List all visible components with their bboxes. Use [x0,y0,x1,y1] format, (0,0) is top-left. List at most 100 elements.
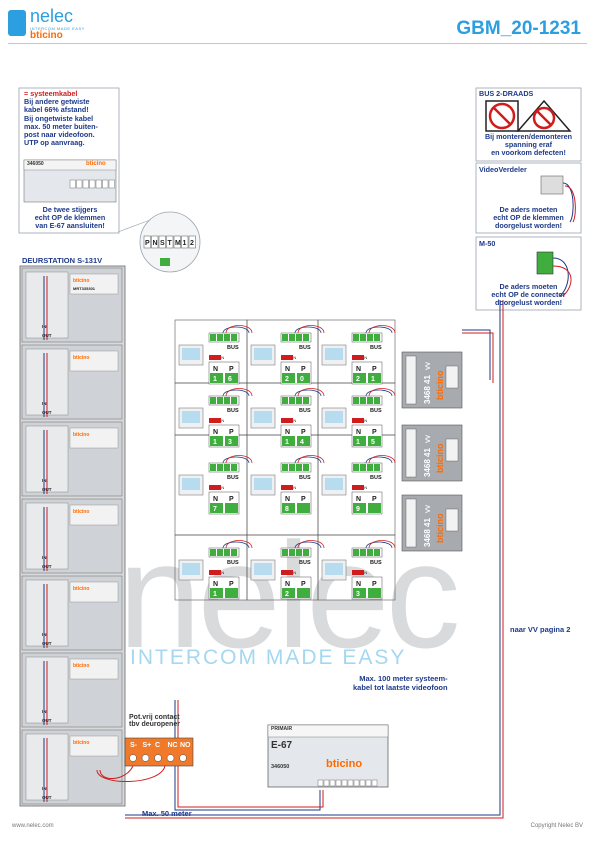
e67-terminal [317,779,324,787]
door-module-brand: bticino [73,509,89,515]
distributor-brand: bticino [435,443,445,473]
bus-label: BUS [299,560,311,566]
terminal-screw [69,179,76,189]
bus-terminal [374,549,380,556]
unit-cable [294,326,322,334]
unit-cable [365,389,393,397]
m50-line: echt OP de connector [491,290,566,300]
unit-cable [365,456,393,464]
bus-terminal [224,549,230,556]
unit-p-code: 1 [371,376,375,383]
zoom-terminal-label: 2 [190,240,194,247]
doorstation-title: DEURSTATION S-131V [22,256,103,265]
bus-terminal [296,549,302,556]
stijgers-line: van E-67 aansluiten! [35,221,105,231]
n-label: N [213,581,218,588]
p-code-cell [368,588,381,598]
systeemkabel-line: Bij andere getwiste [24,97,90,107]
videophone-screen [254,348,272,360]
unit-p-code: 5 [371,439,375,446]
unit-n-code: 3 [356,591,360,598]
terminal-screw [89,179,96,189]
p-label: P [229,496,234,503]
bus-terminal [289,464,295,471]
relay-terminal-label: S- [130,742,138,749]
unit-cable [368,455,396,464]
max100-line: Max. 100 meter systeem- [359,674,448,683]
p-label: P [372,429,377,436]
systeemkabel-note: = systeemkabel Bij andere getwiste kabel… [24,89,98,147]
n-code-cell [282,436,295,446]
bus-label: BUS [370,408,382,414]
bus-terminal [296,464,302,471]
door-module-board [69,350,119,372]
unit-cable [368,540,396,549]
n-label: N [356,366,361,373]
relay-screw [166,754,175,762]
terminal-screw [76,179,83,189]
bus-label: BUS [299,475,311,481]
zoom-terminal [143,235,151,249]
vv-line: echt OP de klemmen [493,213,564,223]
p-label: P [372,366,377,373]
n-code-cell [282,373,295,383]
unit-n-code: 2 [356,376,360,383]
bus-terminal [374,397,380,404]
relay-terminal-label: S+ [143,742,152,749]
m50-line: doorgelust worden! [494,298,563,308]
door-module-board [69,581,119,603]
p-label: P [229,581,234,588]
n-code-cell [353,436,366,446]
bus-terminal [210,397,216,404]
n-label: N [356,429,361,436]
terminal-screw [82,179,89,189]
zoom-terminal-label: 1 [183,240,187,247]
bus-terminal [353,334,359,341]
systeemkabel-line: kabel 66% afstand! [24,105,89,115]
relay-terminal-label: NO [180,742,191,749]
terminal-screw [108,179,115,189]
bus-terminal [289,334,295,341]
m50-title: M-50 [479,239,496,248]
videophone-screen [182,563,200,575]
max50-label: Max. 50 meter [142,809,192,818]
unit-cable [222,326,250,334]
zoom-terminal-label: M [175,240,181,247]
dip-switch [209,485,221,490]
bus-terminal [210,334,216,341]
unit-cable [222,456,250,464]
unit-cable [365,326,393,334]
distributor-brand: bticino [435,370,445,400]
zoom-terminal [188,235,196,249]
e67-terminal [335,779,342,787]
dip-switch [281,418,293,423]
bus-terminal [231,397,237,404]
e67-brand: bticino [326,758,363,770]
vv-line: De aders moeten [499,205,558,214]
unit-n-code: 2 [285,591,289,598]
systeemkabel-line: max. 50 meter buiten- [24,121,98,131]
terminal-screw [102,179,109,189]
zoom-terminal-label: S [160,240,165,247]
door-module-brand: bticino [73,432,89,438]
p-label: P [229,366,234,373]
dip-switch [209,355,221,360]
bus-terminal [353,397,359,404]
distributor-terminals [405,498,417,548]
unit-n-code: 1 [213,591,217,598]
unit-p-code: 6 [228,376,232,383]
unit-cable [294,456,322,464]
unit-n-code: 2 [285,376,289,383]
e67-terminal [359,779,366,787]
bus-terminal [367,334,373,341]
watermark-tagline: INTERCOM MADE EASY [130,646,407,669]
videophone-screen [325,411,343,423]
n-label: N [285,581,290,588]
bus-label: BUS [227,345,239,351]
relay-terminal-label: NC [168,742,178,749]
potvrij-line: tbv deuropener [129,721,180,728]
p-code-cell [225,588,238,598]
videophone-screen [182,411,200,423]
p-code-cell [297,503,310,513]
